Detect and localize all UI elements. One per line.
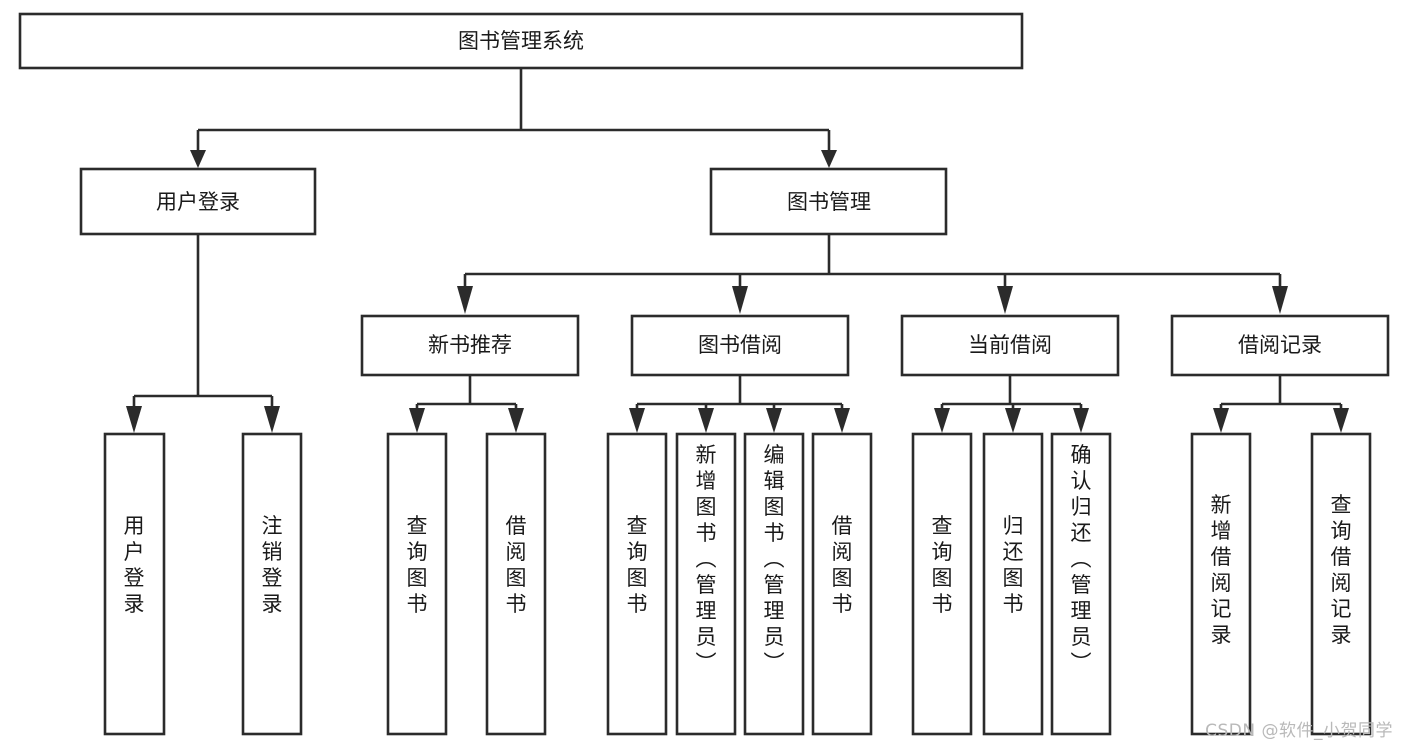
leaf-node-logout[interactable]: 注销登录: [241, 432, 303, 736]
node-root-box[interactable]: [18, 12, 1024, 70]
node-book-borrow-label: 图书借阅: [698, 333, 782, 357]
leaf-node-borrow-book-1-label: 借阅图书: [506, 514, 527, 616]
leaf-node-user-login-box[interactable]: [103, 432, 166, 736]
arrowhead-leaf-add-book: [698, 408, 714, 433]
leaf-node-add-record[interactable]: 新增借阅记录: [1190, 432, 1252, 736]
arrowhead-leaf-confirm-return: [1073, 408, 1089, 433]
arrowhead-book-borrow: [732, 286, 748, 314]
leaf-node-return-book-box[interactable]: [982, 432, 1044, 736]
node-user-login-label: 用户登录: [156, 190, 240, 214]
leaf-node-query-record-label: 查询借阅记录: [1331, 493, 1352, 647]
leaf-node-return-book-label: 归还图书: [1003, 514, 1024, 616]
leaf-node-borrow-book-1[interactable]: 借阅图书: [485, 432, 547, 736]
arrowhead-leaf-query-book-3: [934, 408, 950, 433]
leaf-node-query-book-2-label: 查询图书: [627, 514, 648, 616]
arrowhead-leaf-user-login: [126, 406, 142, 433]
leaf-node-edit-book-box[interactable]: [743, 432, 805, 736]
arrowhead-current-borrow: [997, 286, 1013, 314]
arrowhead-leaf-query-record: [1333, 408, 1349, 433]
node-root[interactable]: 图书管理系统: [18, 12, 1024, 70]
leaf-node-edit-book[interactable]: 编辑图书︵管理员︶: [743, 432, 805, 736]
node-new-book-recommend-box[interactable]: [360, 314, 580, 377]
leaf-node-query-record[interactable]: 查询借阅记录: [1310, 432, 1372, 736]
leaf-node-borrow-book-2-label: 借阅图书: [832, 514, 853, 616]
leaf-node-logout-box[interactable]: [241, 432, 303, 736]
arrowhead-leaf-add-record: [1213, 408, 1229, 433]
node-user-login-box[interactable]: [79, 167, 317, 236]
node-new-book-recommend-label: 新书推荐: [428, 333, 512, 357]
arrowhead-leaf-query-book-1: [409, 408, 425, 433]
leaf-node-query-book-1-label: 查询图书: [407, 514, 428, 616]
leaf-node-add-book-label: 新增图书︵管理员︶: [696, 443, 717, 675]
leaf-node-confirm-return-box[interactable]: [1050, 432, 1112, 736]
leaf-node-add-record-box[interactable]: [1190, 432, 1252, 736]
leaf-node-query-book-1[interactable]: 查询图书: [386, 432, 448, 736]
leaf-node-borrow-book-2-box[interactable]: [811, 432, 873, 736]
leaf-node-add-book-box[interactable]: [675, 432, 737, 736]
node-book-borrow-box[interactable]: [630, 314, 850, 377]
arrowhead-leaf-borrow-book-2: [834, 408, 850, 433]
leaf-node-confirm-return-label: 确认归还︵管理员︶: [1071, 443, 1092, 675]
node-book-manage-box[interactable]: [709, 167, 948, 236]
leaf-node-add-record-label: 新增借阅记录: [1211, 493, 1232, 647]
node-borrow-record[interactable]: 借阅记录: [1170, 314, 1390, 377]
leaf-node-edit-book-label: 编辑图书︵管理员︶: [764, 443, 785, 675]
node-new-book-recommend[interactable]: 新书推荐: [360, 314, 580, 377]
leaf-node-query-book-2-box[interactable]: [606, 432, 668, 736]
arrowhead-leaf-return-book: [1005, 408, 1021, 433]
leaf-node-borrow-book-1-box[interactable]: [485, 432, 547, 736]
leaf-node-query-book-2[interactable]: 查询图书: [606, 432, 668, 736]
arrowhead-user-login: [190, 150, 206, 168]
arrowhead-leaf-query-book-2: [629, 408, 645, 433]
leaf-node-query-record-box[interactable]: [1310, 432, 1372, 736]
arrowhead-book-manage: [821, 150, 837, 168]
node-root-label: 图书管理系统: [458, 29, 584, 53]
arrowhead-borrow-record: [1272, 286, 1288, 314]
arrowhead-leaf-logout: [264, 406, 280, 433]
arrowhead-leaf-edit-book: [766, 408, 782, 433]
leaf-node-user-login[interactable]: 用户登录: [103, 432, 166, 736]
leaf-node-add-book[interactable]: 新增图书︵管理员︶: [675, 432, 737, 736]
leaf-node-logout-label: 注销登录: [262, 514, 283, 616]
node-borrow-record-box[interactable]: [1170, 314, 1390, 377]
arrowhead-leaf-borrow-book-1: [508, 408, 524, 433]
node-current-borrow-label: 当前借阅: [968, 333, 1052, 357]
node-borrow-record-label: 借阅记录: [1238, 333, 1322, 357]
leaf-node-query-book-3-box[interactable]: [911, 432, 973, 736]
leaf-node-query-book-3[interactable]: 查询图书: [911, 432, 973, 736]
leaf-node-query-book-1-box[interactable]: [386, 432, 448, 736]
arrowhead-new-book-recommend: [457, 286, 473, 314]
node-current-borrow-box[interactable]: [900, 314, 1120, 377]
leaf-node-user-login-label: 用户登录: [124, 514, 145, 616]
node-user-login[interactable]: 用户登录: [79, 167, 317, 236]
edge-layer: [126, 68, 1349, 433]
leaf-node-confirm-return[interactable]: 确认归还︵管理员︶: [1050, 432, 1112, 736]
node-book-manage[interactable]: 图书管理: [709, 167, 948, 236]
node-book-manage-label: 图书管理: [787, 190, 871, 214]
leaf-node-return-book[interactable]: 归还图书: [982, 432, 1044, 736]
leaf-node-borrow-book-2[interactable]: 借阅图书: [811, 432, 873, 736]
node-current-borrow[interactable]: 当前借阅: [900, 314, 1120, 377]
node-book-borrow[interactable]: 图书借阅: [630, 314, 850, 377]
leaf-node-query-book-3-label: 查询图书: [932, 514, 953, 616]
